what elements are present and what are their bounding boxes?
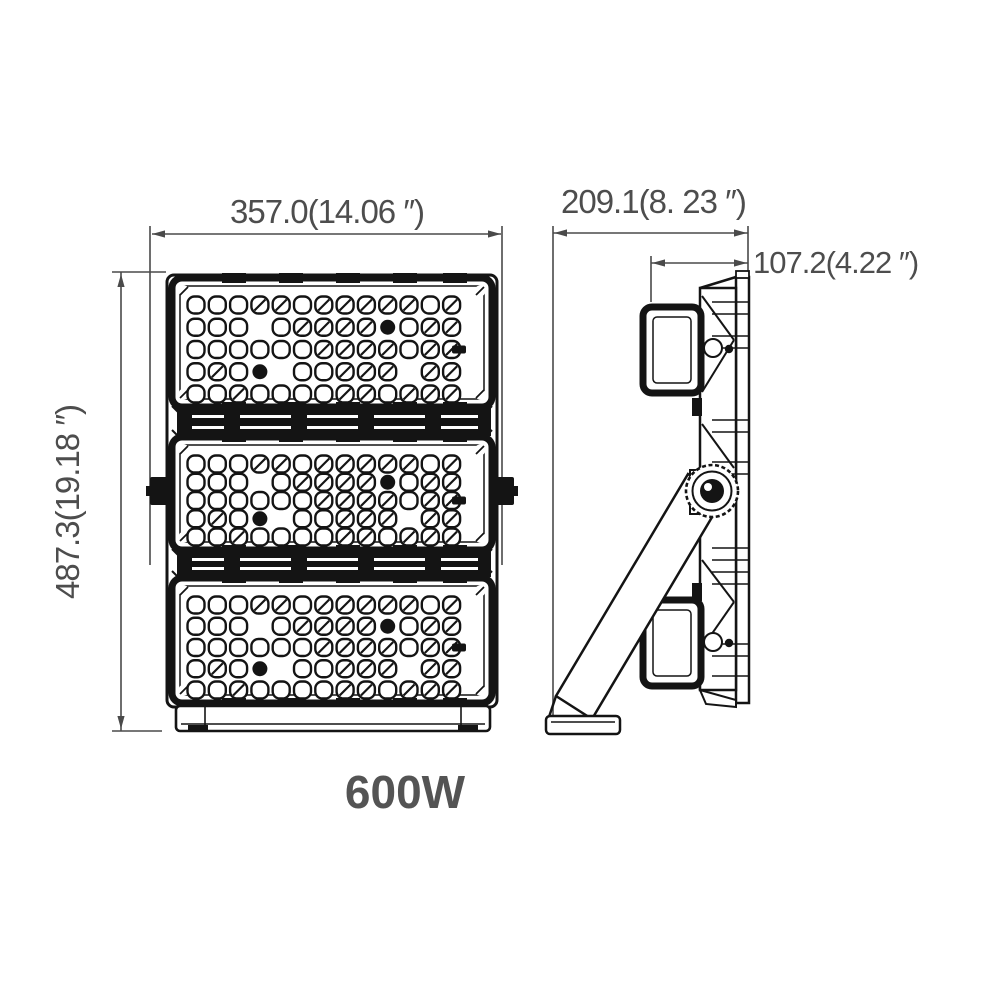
module-separator (171, 548, 493, 580)
side-view (544, 270, 751, 736)
module-separator (171, 405, 493, 439)
dimension-depth-body-label: 107.2(4.22 ″) (753, 245, 918, 280)
wattage-label: 600W (345, 766, 466, 818)
dimension-annotations (112, 226, 749, 732)
side-tab-left (150, 477, 170, 505)
bottom-plate (174, 704, 492, 733)
front-view (146, 273, 518, 733)
module-side-frame (639, 303, 705, 397)
bracket-foot (544, 714, 622, 736)
dimension-height-label: 487.3(19.18 ″) (49, 405, 86, 599)
side-tab-right (494, 477, 514, 505)
led-module-3 (168, 573, 496, 708)
dimension-depth-total-label: 209.1(8. 23 ″) (561, 183, 746, 220)
module-side-frame (639, 596, 705, 690)
dimension-width-label: 357.0(14.06 ″) (230, 193, 424, 230)
led-module-2 (168, 432, 496, 555)
led-module-1 (168, 273, 496, 412)
